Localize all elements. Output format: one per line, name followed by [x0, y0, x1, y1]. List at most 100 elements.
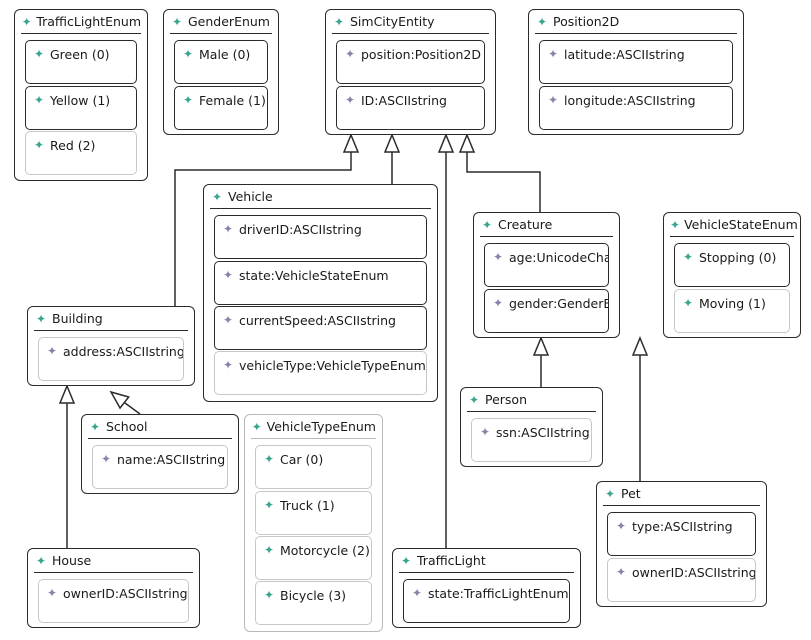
attribute-row[interactable]: ✦currentSpeed:ASCIIstring	[214, 306, 427, 350]
class-header[interactable]: ✦ Position2D	[535, 10, 737, 34]
enum-literal[interactable]: ✦Female (1)	[174, 86, 268, 130]
enum-literal[interactable]: ✦ Car (0)	[255, 445, 372, 489]
attribute-icon: ✦	[547, 93, 559, 107]
attribute-row[interactable]: ✦ownerID:ASCIIstring	[607, 558, 756, 602]
class-header[interactable]: ✦ Building	[34, 307, 188, 331]
enum-literal[interactable]: ✦ Motorcycle (2)	[255, 536, 372, 580]
attribute-row[interactable]: ✦gender:GenderEnum	[484, 289, 609, 333]
attribute-icon: ✦	[492, 250, 504, 264]
attribute-row[interactable]: ✦type:ASCIIstring	[607, 512, 756, 556]
class-vehicletypeenum[interactable]: ✦VehicleTypeEnum✦Car (0)✦Truck (1)✦Motor…	[244, 414, 383, 632]
class-header[interactable]: ✦TrafficLightEnum	[21, 10, 141, 34]
class-name: Creature	[498, 217, 553, 232]
attribute-icon: ✦	[100, 452, 112, 466]
class-genderenum[interactable]: ✦GenderEnum✦Male (0)✦Female (1)	[163, 9, 279, 135]
class-header[interactable]: ✦SimCityEntity	[332, 10, 489, 34]
class-person[interactable]: ✦Person ✦ssn:ASCIIstring	[460, 387, 603, 467]
class-vehiclestateenum[interactable]: ✦VehicleStateEnum✦Stopping (0)✦Moving (1…	[663, 212, 801, 338]
class-name: Person	[485, 392, 528, 407]
enum-literal[interactable]: ✦Male (0)	[174, 40, 268, 84]
class-position2d[interactable]: ✦ Position2D ✦ latitude:ASCIIstring ✦ longitu…	[528, 9, 744, 135]
class-name: GenderEnum	[188, 14, 270, 29]
attribute-label: longitude:ASCIIstring	[564, 93, 696, 108]
literal-icon: ✦	[263, 498, 275, 512]
literal-icon: ✦	[263, 452, 275, 466]
literal-label: Green (0)	[50, 47, 110, 62]
class-header[interactable]: ✦VehicleStateEnum	[670, 213, 798, 237]
attribute-label: latitude:ASCIIstring	[564, 47, 685, 62]
class-pet[interactable]: ✦Pet✦type:ASCIIstring✦ownerID:ASCIIstrin…	[596, 481, 767, 607]
attribute-row[interactable]: ✦vehicleType:VehicleTypeEnum	[214, 351, 427, 395]
generalization-line-creature[interactable]	[466, 152, 541, 212]
attribute-row[interactable]: ✦state:VehicleStateEnum	[214, 261, 427, 305]
attribute-row[interactable]: ✦state:TrafficLightEnum	[403, 579, 570, 623]
class-building[interactable]: ✦ Building ✦address:ASCIIstring	[27, 306, 195, 386]
class-header[interactable]: ✦House	[34, 549, 193, 573]
attribute-row[interactable]: ✦ latitude:ASCIIstring	[539, 40, 733, 84]
class-name: Building	[52, 311, 103, 326]
literal-icon: ✦	[263, 588, 275, 602]
attribute-row[interactable]: ✦driverID:ASCIIstring	[214, 215, 427, 259]
class-creature[interactable]: ✦Creature✦age:UnicodeChar✦gender:GenderE…	[473, 212, 620, 338]
attribute-row[interactable]: ✦ longitude:ASCIIstring	[539, 86, 733, 130]
attribute-row[interactable]: ✦ssn:ASCIIstring	[471, 418, 592, 462]
attribute-row[interactable]: ✦ownerID:ASCIIstring	[38, 579, 189, 623]
class-vehicle[interactable]: ✦Vehicle ✦driverID:ASCIIstring✦state:Vehi…	[203, 184, 438, 402]
class-icon: ✦	[35, 553, 47, 568]
enum-literal[interactable]: ✦ Green (0)	[25, 40, 137, 84]
attribute-label: name:ASCIIstring	[117, 452, 226, 467]
literal-label: Stopping (0)	[699, 250, 777, 265]
generalization-arrowhead-icon	[532, 336, 550, 356]
attribute-icon: ✦	[615, 565, 627, 579]
class-icon: ✦	[35, 311, 47, 326]
class-trafficlight[interactable]: ✦TrafficLight ✦state:TrafficLightEnum	[392, 548, 581, 628]
class-header[interactable]: ✦VehicleTypeEnum	[251, 415, 376, 439]
enum-literal[interactable]: ✦ Bicycle (3)	[255, 581, 372, 625]
attribute-row[interactable]: ✦ID:ASCIIstring	[336, 86, 485, 130]
enum-literal[interactable]: ✦Yellow (1)	[25, 86, 137, 130]
generalization-arrowhead-icon	[342, 133, 360, 153]
class-header[interactable]: ✦Pet	[603, 482, 760, 506]
class-name: TrafficLight	[417, 553, 486, 568]
class-simcityentity[interactable]: ✦SimCityEntity✦position:Position2D✦ID:AS…	[325, 9, 496, 135]
class-name: School	[106, 419, 148, 434]
attribute-row[interactable]: ✦address:ASCIIstring	[38, 337, 184, 381]
attribute-row[interactable]: ✦ name:ASCIIstring	[92, 445, 228, 489]
enum-literal[interactable]: ✦Moving (1)	[674, 289, 790, 333]
enum-literal[interactable]: ✦Stopping (0)	[674, 243, 790, 287]
class-header[interactable]: ✦Creature	[480, 213, 613, 237]
class-trafficlightenum[interactable]: ✦TrafficLightEnum ✦ Green (0) ✦Yellow (1)✦R…	[14, 9, 148, 181]
class-header[interactable]: ✦TrafficLight	[399, 549, 574, 573]
class-name: Vehicle	[228, 189, 273, 204]
attribute-row[interactable]: ✦age:UnicodeChar	[484, 243, 609, 287]
class-name: SimCityEntity	[350, 14, 435, 29]
class-icon: ✦	[536, 14, 548, 29]
attribute-icon: ✦	[615, 519, 627, 533]
class-header[interactable]: ✦Vehicle	[210, 185, 431, 209]
attribute-icon: ✦	[547, 47, 559, 61]
literal-icon: ✦	[182, 47, 194, 61]
literal-icon: ✦	[263, 543, 275, 557]
attribute-label: driverID:ASCIIstring	[239, 222, 362, 237]
literal-icon: ✦	[682, 296, 694, 310]
class-school[interactable]: ✦School ✦ name:ASCIIstring	[81, 414, 239, 494]
class-header[interactable]: ✦School	[88, 415, 232, 439]
attribute-row[interactable]: ✦position:Position2D	[336, 40, 485, 84]
class-name: Pet	[621, 486, 641, 501]
literal-label: Car (0)	[280, 452, 324, 467]
generalization-line-school[interactable]	[124, 402, 141, 415]
class-header[interactable]: ✦GenderEnum	[170, 10, 272, 34]
class-name: Position2D	[553, 14, 620, 29]
class-house[interactable]: ✦House ✦ownerID:ASCIIstring	[27, 548, 200, 628]
attribute-label: vehicleType:VehicleTypeEnum	[239, 358, 426, 373]
enum-literal[interactable]: ✦Truck (1)	[255, 491, 372, 535]
enum-literal[interactable]: ✦Red (2)	[25, 131, 137, 175]
class-name: VehicleStateEnum	[684, 217, 798, 232]
literal-label: Bicycle (3)	[280, 588, 347, 603]
literal-label: Yellow (1)	[50, 93, 111, 108]
literal-label: Motorcycle (2)	[280, 543, 370, 558]
class-header[interactable]: ✦Person	[467, 388, 596, 412]
attribute-icon: ✦	[344, 47, 356, 61]
literal-icon: ✦	[33, 47, 45, 61]
